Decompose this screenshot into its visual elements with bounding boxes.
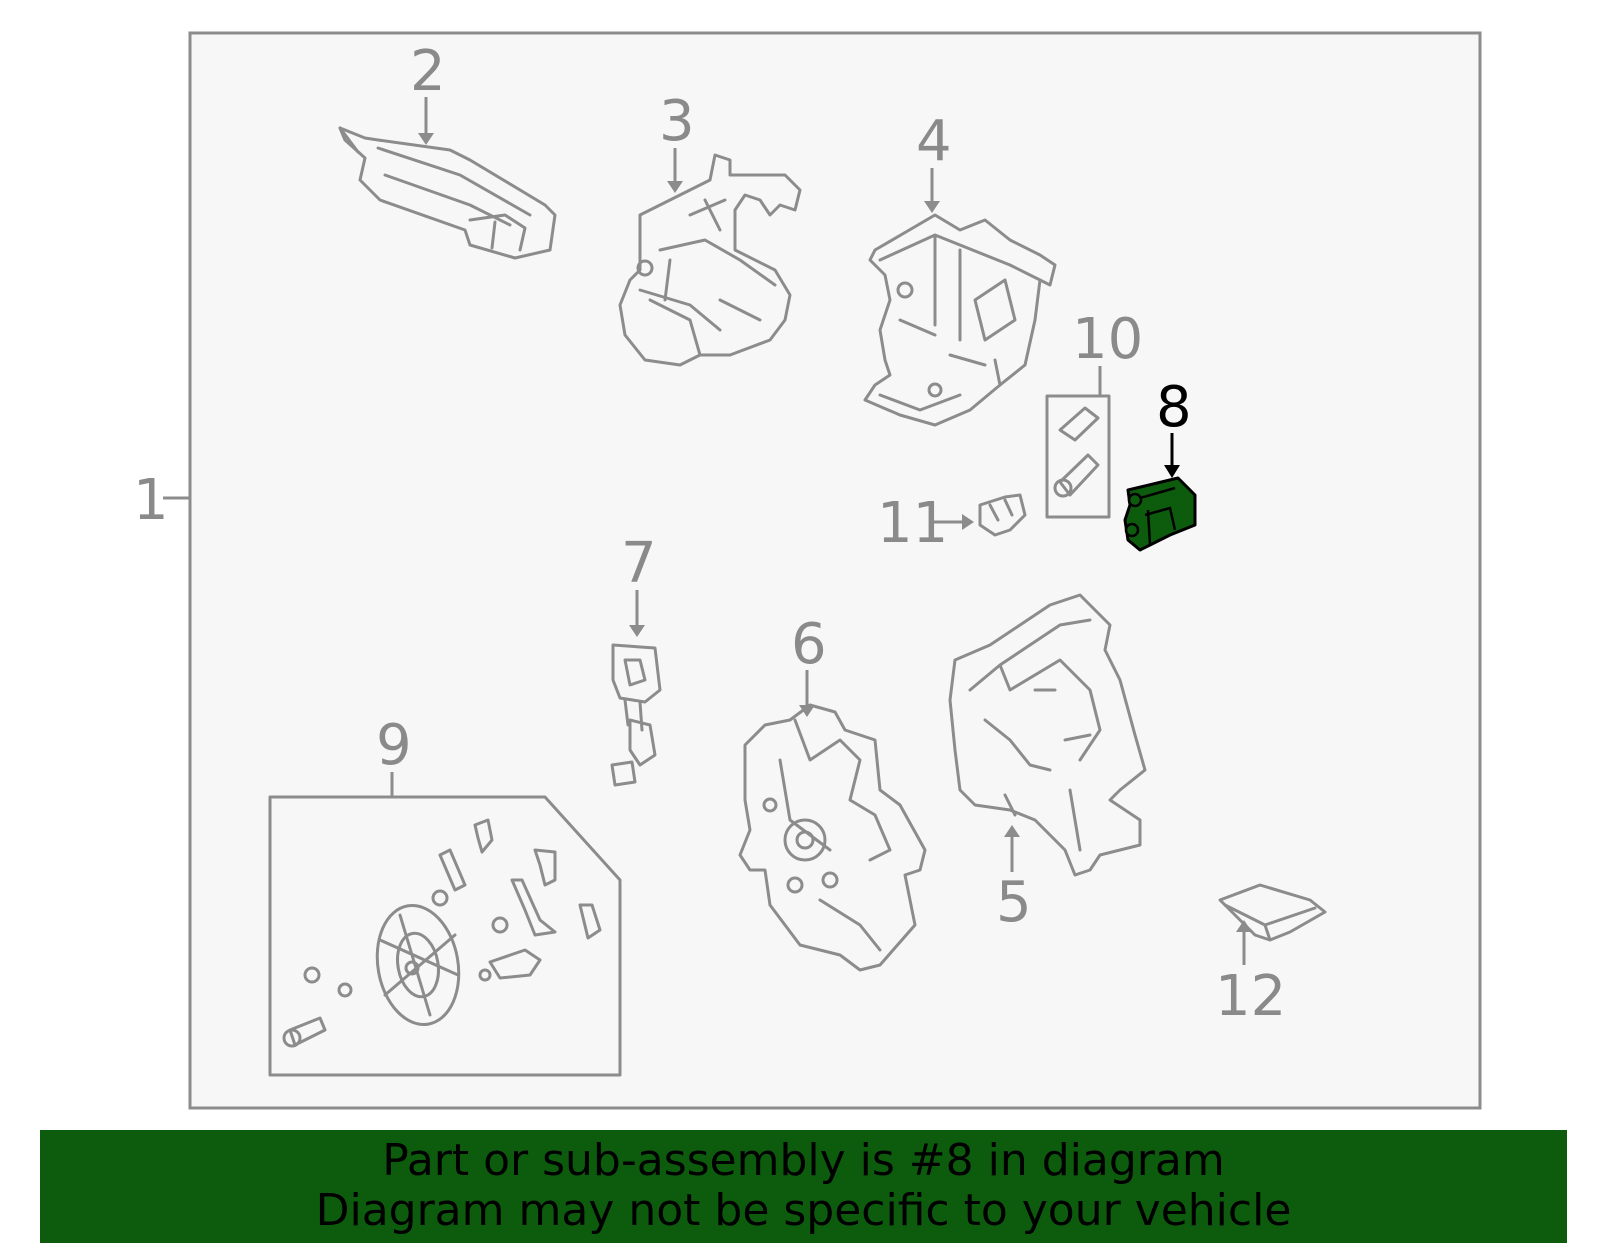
part-7[interactable] bbox=[610, 643, 662, 787]
callout-8: 8 bbox=[1156, 375, 1192, 440]
part-3[interactable] bbox=[618, 153, 802, 367]
callout-7: 7 bbox=[621, 531, 657, 596]
callout-11: 11 bbox=[877, 491, 948, 556]
parts-diagram: 1 2 3 4 10 11 bbox=[133, 31, 1482, 1110]
part-6[interactable] bbox=[738, 703, 927, 972]
part-2[interactable] bbox=[338, 126, 557, 260]
part-11[interactable] bbox=[978, 493, 1027, 537]
banner-line-2: Diagram may not be specific to your vehi… bbox=[315, 1185, 1292, 1236]
callout-6: 6 bbox=[791, 612, 827, 677]
banner-line-1: Part or sub-assembly is #8 in diagram bbox=[382, 1135, 1225, 1186]
info-banner: Part or sub-assembly is #8 in diagram Di… bbox=[40, 1130, 1567, 1243]
callout-10: 10 bbox=[1072, 307, 1143, 372]
callout-12: 12 bbox=[1215, 964, 1286, 1029]
part-8-highlighted[interactable] bbox=[1123, 476, 1197, 552]
part-10[interactable] bbox=[1045, 394, 1111, 519]
part-9[interactable] bbox=[268, 795, 622, 1077]
callout-4: 4 bbox=[916, 109, 952, 174]
callout-2: 2 bbox=[410, 39, 446, 104]
callout-3: 3 bbox=[659, 89, 695, 154]
part-4[interactable] bbox=[863, 213, 1057, 427]
callout-5: 5 bbox=[996, 870, 1032, 935]
callout-1: 1 bbox=[133, 468, 169, 533]
part-5[interactable] bbox=[948, 593, 1147, 877]
callout-9: 9 bbox=[376, 713, 412, 778]
